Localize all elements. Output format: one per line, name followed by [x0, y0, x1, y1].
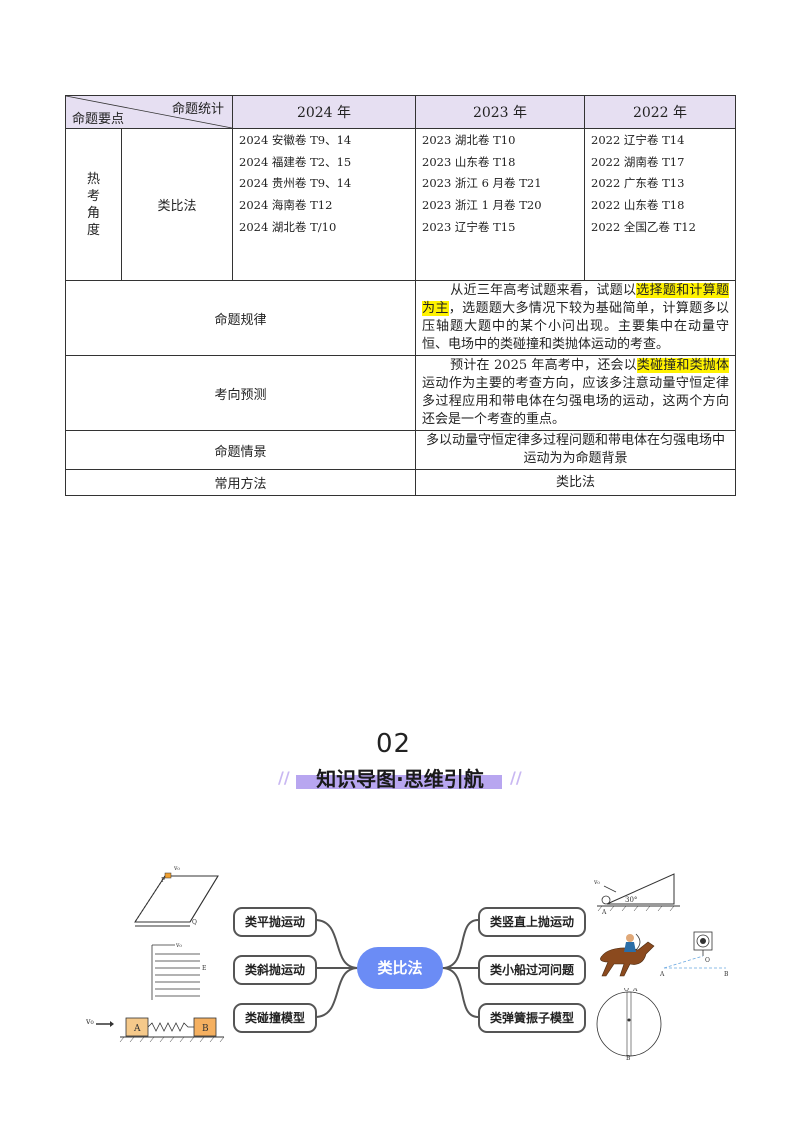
common-method-row: 常用方法 类比法 [65, 469, 736, 496]
incline-plane-illustration: v₀ P Q [134, 865, 219, 927]
list-item: 2024 海南卷 T12 [239, 198, 333, 213]
svg-text:A: A [133, 1024, 141, 1034]
mindmap-node-class-collision: 类碰撞模型 [233, 1003, 317, 1033]
year-header-2022: 2022 年 [584, 95, 736, 129]
corner-bottom-label: 命题要点 [72, 112, 125, 127]
year-header-2023: 2023 年 [415, 95, 585, 129]
svg-text:v₀: v₀ [85, 1017, 94, 1026]
forecast-row: 考向预测 预计在 2025 年高考中，还会以类碰撞和类抛体运动作为主要的考查方向… [65, 355, 736, 431]
year-header-2024: 2024 年 [232, 95, 416, 129]
svg-text:A: A [601, 909, 607, 914]
exam-list-2022: 2022 辽宁卷 T14 2022 湖南卷 T17 2022 广东卷 T13 2… [584, 128, 736, 281]
diagonal-line [66, 96, 232, 128]
archer-horse-illustration: A O B [600, 931, 729, 978]
exam-list-2024: 2024 安徽卷 T9、14 2024 福建卷 T2、15 2024 贵州卷 T… [232, 128, 416, 281]
mindmap-node-class-projectile: 类平抛运动 [233, 907, 317, 937]
common-method-label: 常用方法 [65, 469, 416, 496]
list-item: 2023 山东卷 T18 [422, 154, 516, 169]
list-item: 2023 辽宁卷 T15 [422, 219, 516, 234]
mindmap-connectors [314, 919, 479, 1018]
svg-text:E: E [202, 965, 206, 972]
circle-tunnel-illustration: O A B [596, 988, 662, 1060]
scenario-label: 命题情景 [65, 430, 416, 470]
svg-text:A: A [632, 988, 638, 993]
rule-text: 从近三年高考试题来看，试题以选择题和计算题为主，选题题大多情况下较为基础简单，计… [415, 280, 736, 356]
hot-topic-label: 热 考 角 度 [65, 128, 122, 281]
connector-left-bottom [314, 967, 359, 1018]
section-title-underline [296, 775, 502, 789]
forecast-highlight: 类碰撞和类抛体 [636, 358, 729, 373]
mindmap-node-class-oblique-projectile: 类斜抛运动 [233, 955, 317, 985]
list-item: 2023 浙江 6 月卷 T21 [422, 176, 542, 191]
block-spring-illustration: v₀ A B [85, 1017, 225, 1043]
common-method-text: 类比法 [415, 469, 736, 496]
mindmap-node-class-boat-crossing: 类小船过河问题 [478, 955, 586, 985]
scenario-row: 命题情景 多以动量守恒定律多过程问题和带电体在匀强电场中运动为为命题背景 [65, 430, 736, 470]
mindmap-node-class-vertical-throw: 类竖直上抛运动 [478, 907, 586, 937]
svg-text:v₀: v₀ [173, 865, 180, 872]
list-item: 2022 山东卷 T18 [591, 198, 685, 213]
ramp-illustration: v₀ 30° A [593, 873, 680, 914]
svg-text:A: A [659, 971, 665, 978]
list-item: 2022 全国乙卷 T12 [591, 219, 696, 234]
svg-text:B: B [626, 1055, 631, 1060]
connector-right-bottom [441, 967, 479, 1018]
section-number: 02 [373, 729, 411, 759]
list-item: 2024 湖北卷 T/10 [239, 219, 337, 234]
scenario-text: 多以动量守恒定律多过程问题和带电体在匀强电场中运动为为命题背景 [415, 430, 736, 470]
list-item: 2024 福建卷 T2、15 [239, 154, 352, 169]
exam-list-2023: 2023 湖北卷 T10 2023 山东卷 T18 2023 浙江 6 月卷 T… [415, 128, 585, 281]
svg-text:O: O [624, 988, 629, 993]
svg-text:v₀: v₀ [593, 879, 600, 886]
list-item: 2022 辽宁卷 T14 [591, 133, 685, 147]
svg-text:B: B [724, 971, 729, 978]
list-item: 2023 浙江 1 月卷 T20 [422, 198, 542, 213]
svg-text:v₀: v₀ [175, 942, 182, 949]
decorative-slashes-right: // [510, 768, 522, 787]
hot-topic-row: 热 考 角 度 类比法 2024 安徽卷 T9、14 2024 福建卷 T2、1… [65, 128, 736, 281]
table-header-row: 命题统计 命题要点 2024 年 2023 年 2022 年 [65, 95, 736, 129]
connector-right-top [441, 919, 479, 969]
list-item: 2024 贵州卷 T9、14 [239, 176, 352, 191]
list-item: 2024 安徽卷 T9、14 [239, 133, 352, 147]
mindmap-node-class-spring-oscillator: 类弹簧振子模型 [478, 1003, 586, 1033]
svg-text:B: B [202, 1024, 209, 1034]
connector-left-top [314, 919, 359, 969]
svg-text:O: O [705, 957, 710, 964]
list-item: 2022 广东卷 T13 [591, 176, 685, 191]
svg-text:P: P [161, 877, 165, 884]
list-item: 2023 湖北卷 T10 [422, 133, 516, 147]
mindmap-center-node: 类比法 [357, 947, 443, 989]
section-title-block: 知识导图·思维引航 [292, 763, 512, 795]
list-item: 2022 湖南卷 T17 [591, 154, 685, 169]
svg-text:30°: 30° [625, 896, 637, 904]
exam-statistics-table: 命题统计 命题要点 2024 年 2023 年 2022 年 热 考 角 度 类… [65, 95, 736, 496]
corner-top-label: 命题统计 [171, 102, 224, 117]
electric-field-illustration: v₀ E [151, 942, 206, 1000]
decorative-slashes-left: // [278, 768, 290, 787]
section-title: 知识导图·思维引航 [316, 767, 484, 791]
forecast-text: 预计在 2025 年高考中，还会以类碰撞和类抛体运动作为主要的考查方向，应该多注… [415, 355, 736, 431]
rule-label: 命题规律 [65, 280, 416, 356]
svg-text:Q: Q [192, 919, 197, 926]
forecast-label: 考向预测 [65, 355, 416, 431]
rule-row: 命题规律 从近三年高考试题来看，试题以选择题和计算题为主，选题题大多情况下较为基… [65, 280, 736, 356]
method-cell: 类比法 [121, 128, 233, 281]
table-corner-cell: 命题统计 命题要点 [65, 95, 233, 129]
